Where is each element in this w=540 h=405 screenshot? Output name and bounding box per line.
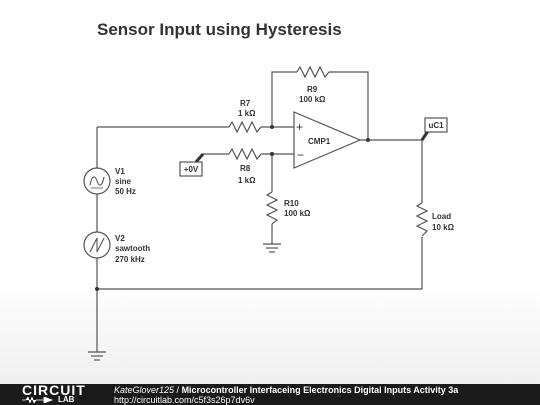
load-name: Load bbox=[432, 212, 451, 221]
source-v2[interactable] bbox=[83, 231, 111, 259]
logo-text-top: CIRCUIT bbox=[22, 382, 86, 398]
logo-wave-icon bbox=[22, 397, 54, 403]
source-v1[interactable] bbox=[83, 167, 111, 195]
net-label-uc1[interactable]: uC1 bbox=[420, 117, 448, 141]
wire-feedback-right bbox=[329, 71, 369, 140]
circuitlab-logo[interactable]: CIRCUIT LAB bbox=[22, 382, 94, 405]
r8-name: R8 bbox=[240, 164, 251, 173]
wire-load-return bbox=[97, 237, 423, 290]
junctions bbox=[95, 125, 370, 291]
junction-return bbox=[95, 287, 99, 291]
v1-freq: 50 Hz bbox=[115, 187, 136, 196]
footer-url[interactable]: http://circuitlab.com/c5f3s26p7dv6v bbox=[114, 395, 255, 405]
r7-value: 1 kΩ bbox=[238, 109, 256, 118]
schematic-canvas: + − CMP1 +0V uC1 bbox=[83, 65, 455, 361]
v2-name: V2 bbox=[115, 234, 125, 243]
footer-author[interactable]: KateGlover125 bbox=[114, 385, 175, 395]
cmp-plus-sign: + bbox=[296, 120, 303, 134]
comparator-cmp1[interactable]: + − CMP1 bbox=[293, 111, 362, 169]
cmp-minus-sign: − bbox=[297, 148, 304, 162]
resistor-r9[interactable] bbox=[296, 65, 330, 79]
junction-minus bbox=[270, 152, 274, 156]
v2-type: sawtooth bbox=[115, 244, 150, 253]
ground-r10 bbox=[263, 243, 281, 253]
cmp1-label: CMP1 bbox=[308, 137, 331, 146]
footer-project-title[interactable]: Microcontroller Interfaceing Electronics… bbox=[181, 385, 459, 395]
page-title: Sensor Input using Hysteresis bbox=[97, 20, 342, 39]
footer-bar: CIRCUIT LAB KateGlover125 / Microcontrol… bbox=[0, 382, 540, 405]
logo-text-bottom: LAB bbox=[58, 395, 75, 404]
resistor-r10[interactable] bbox=[265, 191, 279, 225]
v1-type: sine bbox=[115, 177, 132, 186]
wire-feedback-left bbox=[271, 71, 297, 127]
junction-plus bbox=[270, 125, 274, 129]
wires bbox=[96, 71, 423, 352]
net-label-vref[interactable]: +0V bbox=[179, 153, 205, 177]
r10-value: 100 kΩ bbox=[284, 209, 311, 218]
footer-separator: / bbox=[174, 385, 182, 395]
ground-main bbox=[88, 351, 106, 361]
r8-value: 1 kΩ bbox=[238, 176, 256, 185]
resistor-r7[interactable] bbox=[228, 120, 262, 134]
junction-output bbox=[366, 138, 370, 142]
v2-freq: 270 kHz bbox=[115, 255, 145, 264]
r9-name: R9 bbox=[307, 85, 318, 94]
r10-name: R10 bbox=[284, 199, 299, 208]
load-value: 10 kΩ bbox=[432, 223, 455, 232]
resistor-r8[interactable] bbox=[228, 147, 262, 161]
footer-attribution: KateGlover125 / Microcontroller Interfac… bbox=[114, 385, 458, 395]
vref-label: +0V bbox=[184, 165, 199, 174]
v1-name: V1 bbox=[115, 167, 125, 176]
r9-value: 100 kΩ bbox=[299, 95, 326, 104]
uc1-label: uC1 bbox=[428, 121, 444, 130]
r7-name: R7 bbox=[240, 99, 251, 108]
resistor-load[interactable] bbox=[415, 202, 429, 237]
